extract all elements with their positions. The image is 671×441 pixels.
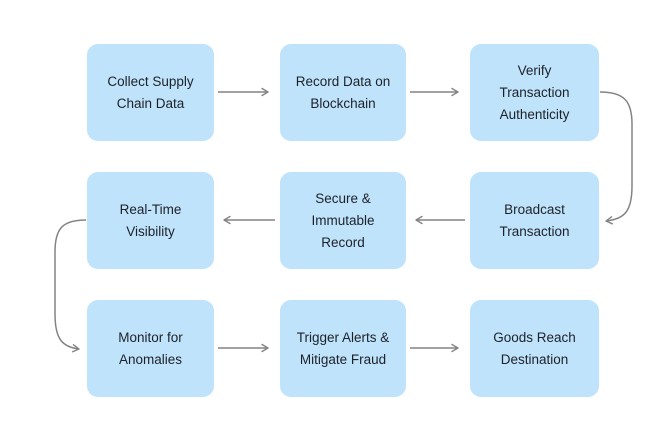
- node-broadcast-transaction: Broadcast Transaction: [470, 172, 599, 269]
- node-verify-transaction-authenticity: Verify Transaction Authenticity: [470, 44, 599, 141]
- edge-realtime-to-monitor: [54, 219, 87, 353]
- node-collect-supply-chain-data: Collect Supply Chain Data: [87, 44, 214, 141]
- node-trigger-alerts-mitigate-fraud: Trigger Alerts & Mitigate Fraud: [280, 300, 406, 397]
- node-real-time-visibility: Real-Time Visibility: [87, 172, 214, 269]
- node-record-data-on-blockchain: Record Data on Blockchain: [280, 44, 406, 141]
- edge-verify-to-broadcast: [599, 91, 633, 225]
- node-monitor-for-anomalies: Monitor for Anomalies: [87, 300, 214, 397]
- node-secure-immutable-record: Secure & Immutable Record: [280, 172, 406, 269]
- node-goods-reach-destination: Goods Reach Destination: [470, 300, 599, 397]
